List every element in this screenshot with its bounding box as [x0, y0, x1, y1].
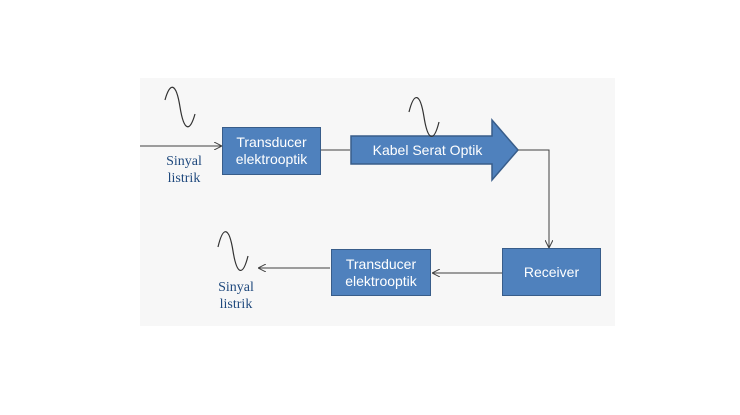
fiber-cable-arrow	[350, 117, 519, 183]
transducer-tx-block: Transducer elektrooptik	[222, 127, 321, 175]
input-signal-label: Sinyal listrik	[166, 154, 202, 186]
receiver-block: Receiver	[502, 248, 601, 296]
sine-wave-icon	[217, 231, 249, 271]
sine-wave-icon	[164, 86, 196, 128]
sine-wave-icon	[408, 97, 440, 137]
fiber-cable-label: Kabel Serat Optik	[372, 142, 483, 158]
cable-to-receiver-connector	[518, 149, 549, 247]
output-signal-label: Sinyal listrik	[218, 280, 254, 312]
transducer-rx-block: Transducer elektrooptik	[331, 249, 431, 296]
